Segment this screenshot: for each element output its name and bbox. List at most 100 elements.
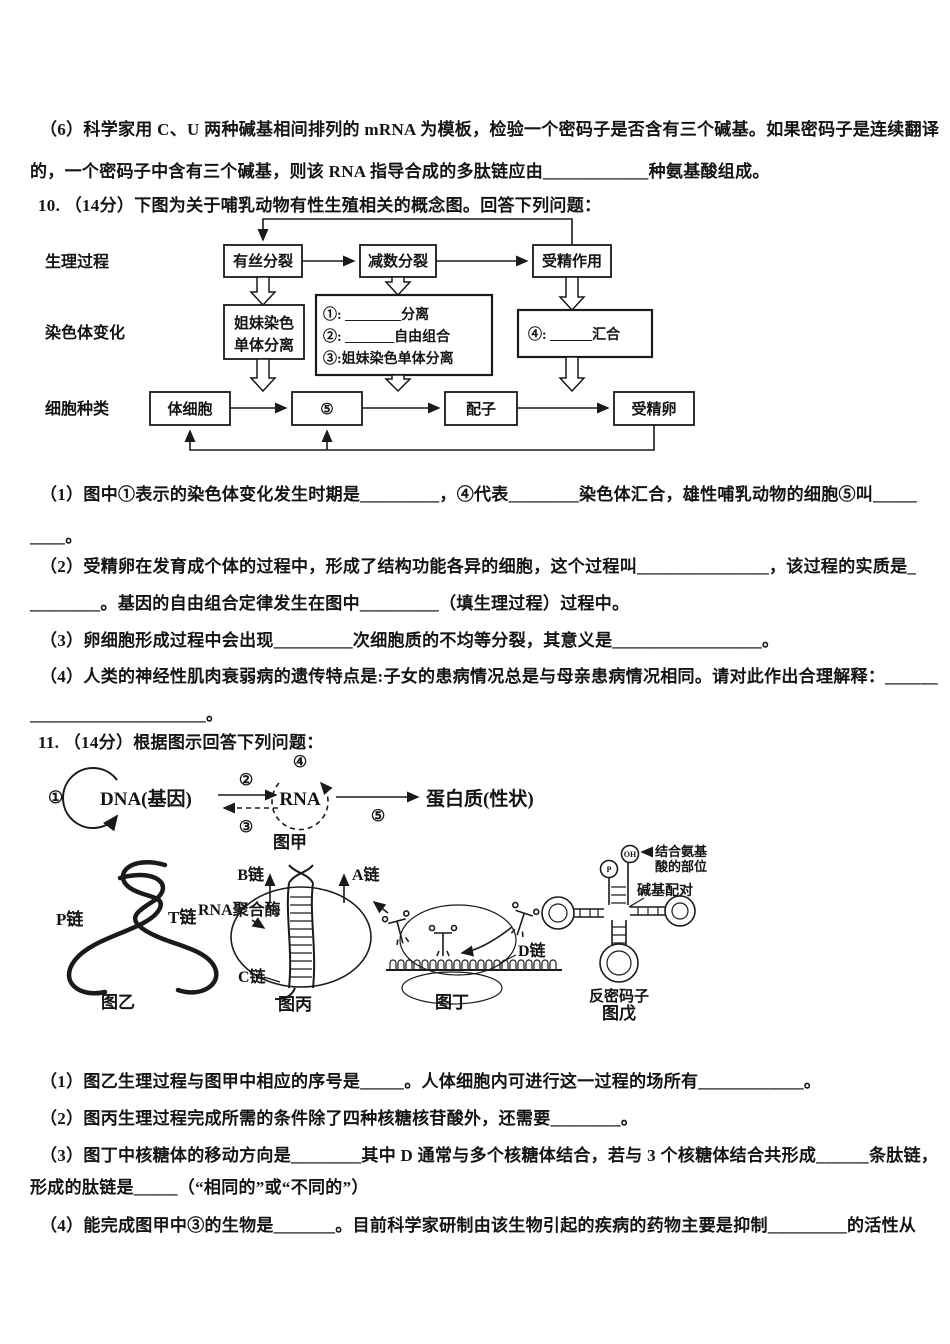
amino-site-label-line2: 酸的部位 [655,859,707,874]
box-merge-label: ④: ______汇合 [528,326,621,343]
box-somatic-label: 体细胞 [167,400,212,418]
row-label-chromosome-change: 染色体变化 [44,323,125,342]
circled-4-label: ④ [293,754,307,771]
d-chain-label: D链 [518,941,547,960]
anticodon-stem [611,920,627,945]
base-pairing-label: 碱基配对 [637,882,693,899]
dna-strand-p [66,860,168,996]
template-strand [286,882,292,989]
anticodon-loop-outer [599,943,639,983]
left-arm-rungs [579,909,599,917]
acceptor-stem [608,863,629,905]
right-loop-inner [671,902,689,920]
rna-polymerase-label: RNA聚合酶 [198,900,281,919]
figure-jia-central-dogma: ① DNA(基因) ② ③ ④ RNA ⑤ 蛋白质(性状) 图甲 [48,754,534,852]
box-zygote-label: 受精卵 [631,400,676,418]
q10-header: 10. （14分）下图为关于哺乳动物有性生殖相关的概念图。回答下列问题： [38,196,602,215]
box-mitosis-label: 有丝分裂 [233,252,293,270]
coding-strand [310,882,316,989]
q10-question4-line2: ____________________。 [30,705,224,724]
protein-label: 蛋白质(性状) [426,787,534,810]
figure-bing-transcription: B链 A链 RNA聚合酶 C链 图丙 [198,864,381,1014]
dna-label: DNA(基因) [100,787,192,810]
c-chain-label: C链 [238,967,267,986]
q11-figures: ① DNA(基因) ② ③ ④ RNA ⑤ 蛋白质(性状) 图甲 P链 T链 图… [48,754,708,1023]
p-label: P [607,865,612,874]
q10-concept-diagram: 生理过程 染色体变化 细胞种类 有丝分裂 减数分裂 受精作用 姐妹染色 单体分离… [44,218,695,451]
a-chain-label: A链 [352,865,381,884]
circled-2-label: ② [239,772,253,789]
box-sister-line1: 姐妹染色 [234,314,294,332]
emerging-rna-strand [274,987,296,1001]
feedback-arrow-top [257,218,573,245]
box-gamete-label: 配子 [466,401,496,418]
anticodon-stem-rungs [612,926,626,944]
trna-exit-arrow [372,901,389,914]
left-loop-inner [548,903,568,923]
anticodon-loop-inner [606,950,632,976]
q10-question2-line2: ________。基因的自由组合定律发生在图中_________（填生理过程）过… [30,594,630,613]
box-fertilization-label: 受精作用 [542,252,602,270]
q10-question4-line1: （4）人类的神经性肌肉衰弱病的遗传特点是:子女的患病情况总是与母亲患病情况相同。… [40,667,938,686]
d-chain-pointer [499,954,517,964]
q11-question3-line1: （3）图丁中核糖体的移动方向是________其中 D 通常与多个核糖体结合，若… [40,1146,939,1165]
box-five-label: ⑤ [320,402,333,418]
q10-question1-line2: ____。 [30,527,83,546]
replication-loop-arrow [62,767,119,832]
figure-ding-caption: 图丁 [435,993,469,1012]
row-label-cell-type: 细胞种类 [45,399,110,418]
oh-site-circle [620,844,640,864]
block-arrow-down [384,276,412,297]
base-pair-rungs [290,896,312,978]
figure-bing-caption: 图丙 [278,995,312,1014]
block-arrow-down [558,276,586,312]
rna-polymerase-ellipse [230,886,372,988]
q6-line1: （6）科学家用 C、U 两种碱基相间排列的 mRNA 为模板，检验一个密码子是否… [40,120,940,139]
trna-icon [381,910,410,946]
enzyme-pointer-arrow [251,917,266,929]
box-mid-line3: ③:姐妹染色单体分离 [323,350,454,367]
block-arrow-down [249,358,277,393]
figure-yi-caption: 图乙 [101,993,135,1012]
q10-question2-line1: （2）受精卵在发育成个体的过程中，形成了结构功能各异的细胞，这个过程叫_____… [40,557,917,576]
q11-question4: （4）能完成图甲中③的生物是_______。目前科学家研制由该生物引起的疾病的药… [40,1216,917,1235]
box-sister-line2: 单体分离 [234,336,294,354]
figure-yi-replication-fork: P链 T链 图乙 [56,860,219,1012]
block-arrow-down [384,374,412,393]
right-loop-outer [664,895,696,927]
circled-1-label: ① [48,788,63,807]
rna-replication-loop-arrow [271,781,333,831]
figure-wu-trna: OH P 结合氨基 酸的部位 碱基配对 反密码子 图戊 [541,844,708,1023]
circled-5-label: ⑤ [371,808,385,825]
trna-icon [510,901,540,937]
q6-line2: 的，一个密码子中含有三个碱基，则该 RNA 指导合成的多肽链应由________… [30,162,770,181]
q11-question1: （1）图乙生理过程与图甲中相应的序号是_____。人体细胞内可进行这一过程的场所… [40,1072,822,1091]
base-pairing-pointer [628,897,645,908]
block-arrow-down [249,276,277,307]
b-chain-label: B链 [237,865,265,884]
p-chain-label: P链 [56,909,84,929]
anticodon-label: 反密码子 [589,987,649,1005]
c-chain-pointer [263,976,281,983]
p-site-circle [599,859,619,879]
trna-enter-arrow [460,926,513,957]
left-arm [574,908,604,918]
rna-label: RNA [279,789,320,810]
box-mid-line1: ①: ________分离 [323,306,429,323]
q11-header: 11. （14分）根据图示回答下列问题： [38,733,324,752]
q10-question1-line1: （1）图中①表示的染色体变化发生时期是_________，④代表________… [40,485,918,504]
box-meiosis-label: 减数分裂 [368,252,428,270]
lower-ellipse [401,971,503,1005]
feedback-arrow-bottom-to-somatic [184,425,655,451]
left-loop-outer [541,896,575,930]
q11-question3-line2: 形成的肽链是_____（“相同的”或“不同的”） [30,1178,369,1197]
q10-question3: （3）卵细胞形成过程中会出现_________次细胞质的不均等分裂，其意义是__… [40,631,780,650]
helix-twist [288,864,314,884]
figure-ding-translation: D链 图丁 [372,901,562,1012]
oh-label: OH [624,850,637,859]
figure-jia-caption: 图甲 [273,833,307,852]
amino-site-label-line1: 结合氨基 [655,844,708,859]
t-chain-label: T链 [168,907,197,927]
ribosome-ellipse [399,904,517,976]
